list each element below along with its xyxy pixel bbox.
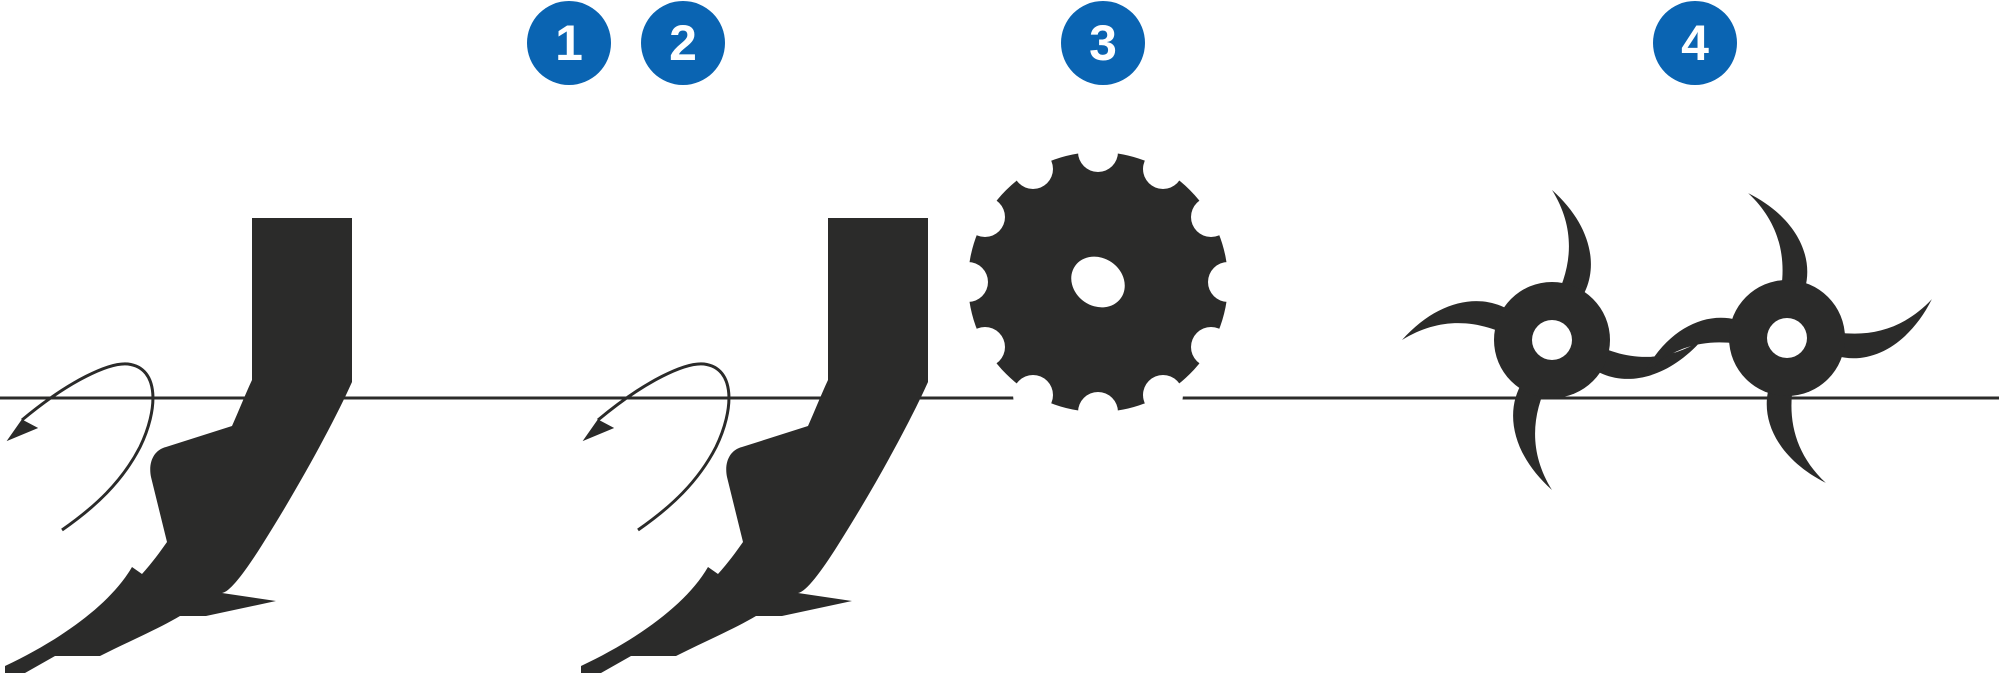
badge-3-label: 3: [1089, 15, 1117, 71]
badge-2: 2: [641, 1, 725, 85]
badge-2-circle: [641, 1, 725, 85]
badge-1-circle: [527, 1, 611, 85]
badge-2-label: 2: [669, 15, 697, 71]
notched-disc-icon: [948, 132, 1248, 432]
badge-4-circle: [1653, 1, 1737, 85]
badge-1-label: 1: [555, 15, 583, 71]
badge-4: 4: [1653, 1, 1737, 85]
rotation-arrow-icon: [582, 362, 731, 532]
curved-blade-rotor-icon: [1402, 190, 1702, 490]
tine-icon: [581, 218, 928, 673]
badge-3: 3: [1061, 1, 1145, 85]
badge-4-label: 4: [1681, 15, 1709, 71]
badge-1: 1: [527, 1, 611, 85]
tine-icon: [5, 218, 352, 673]
badge-3-circle: [1061, 1, 1145, 85]
curved-blade-rotor-icon: [1632, 183, 1942, 493]
rotation-arrow-icon: [6, 362, 155, 532]
